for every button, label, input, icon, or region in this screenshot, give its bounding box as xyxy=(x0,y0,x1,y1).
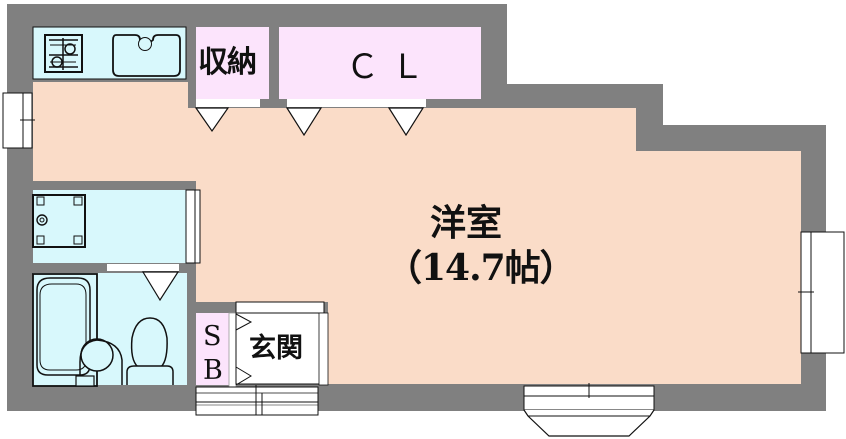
shoe-box-label-top: S xyxy=(203,321,222,352)
storage-door[interactable] xyxy=(196,99,260,107)
washbasin-icon xyxy=(75,338,123,387)
closet-label: ＣＬ xyxy=(346,47,436,86)
window-left-icon xyxy=(2,92,35,149)
shoe-box-area xyxy=(196,313,229,385)
shoe-box-label-bottom: B xyxy=(203,355,223,386)
entrance-area xyxy=(235,301,325,385)
entrance-front-door-icon[interactable] xyxy=(195,385,319,416)
kitchen-counter xyxy=(32,26,187,80)
laundry-door-icon[interactable] xyxy=(185,189,201,264)
bathtub-icon xyxy=(32,273,98,387)
gas-stove-icon xyxy=(44,34,83,73)
closet-area xyxy=(279,27,481,99)
washing-machine-pan-icon xyxy=(32,194,86,248)
window-right-icon[interactable] xyxy=(798,231,845,354)
storage-area xyxy=(196,27,269,99)
closet-door-swing-left-icon xyxy=(285,107,323,137)
western-room-floor xyxy=(33,82,801,384)
western-room-label: 洋室 xyxy=(430,202,503,244)
kitchen-sink-icon xyxy=(112,34,181,77)
storage-label: 収納 xyxy=(198,45,257,80)
bay-window-icon[interactable] xyxy=(523,383,655,437)
western-room-area: （14.7帖） xyxy=(386,247,576,289)
entrance-label: 玄関 xyxy=(249,333,303,364)
entrance-door-swing-upper-icon xyxy=(235,313,253,331)
bathroom-door[interactable] xyxy=(107,264,179,271)
toilet-icon xyxy=(126,317,174,385)
bathroom-door-swing-icon xyxy=(141,271,180,302)
closet-door-swing-right-icon xyxy=(387,107,425,137)
closet-door[interactable] xyxy=(287,99,426,107)
storage-door-swing-icon xyxy=(194,107,230,133)
entrance-door-swing-lower-icon xyxy=(235,366,252,386)
